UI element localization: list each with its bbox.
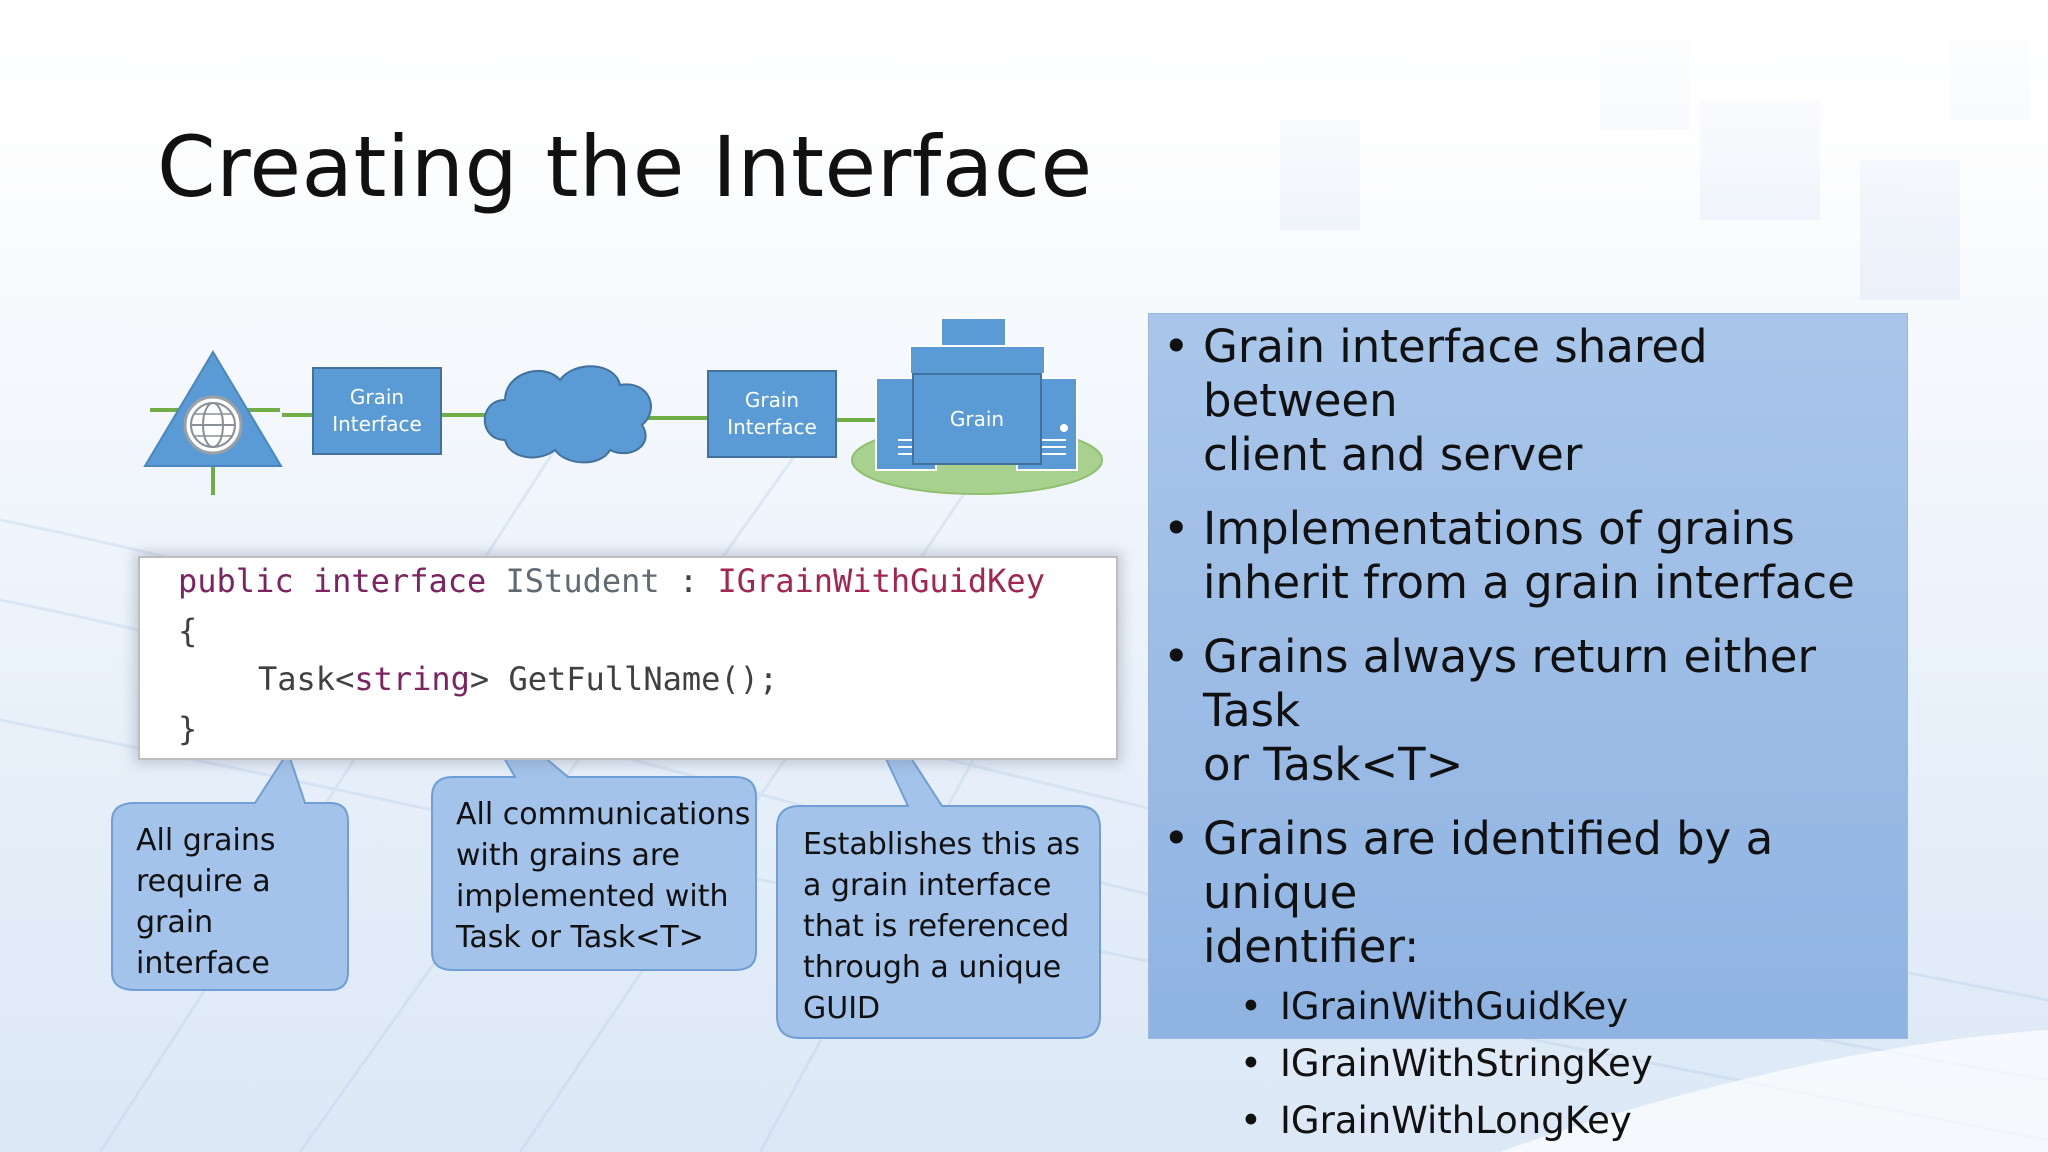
sub-bullet-item: • IGrainWithGuidKey [1240, 978, 1903, 1035]
code-snippet: public interface IStudent : IGrainWithGu… [138, 556, 1118, 760]
interface-name: IStudent [505, 562, 660, 600]
bullet-item: • Implementations of grains inherit from… [1163, 502, 1903, 610]
code-method: > GetFullName(); [469, 660, 779, 698]
sub-bullet-text: IGrainWithStringKey [1280, 1042, 1653, 1085]
globe-triangle-icon [143, 350, 283, 467]
code-task: Task< [258, 660, 355, 698]
grain-interface-box-right [707, 370, 837, 458]
bullet-item: • Grains always return either Task or Ta… [1163, 630, 1903, 792]
callout-line: GUID [803, 991, 881, 1026]
callout-line: implemented with [456, 879, 729, 914]
node-label-line: Interface [332, 412, 422, 436]
code-line-4: } [178, 710, 198, 748]
sub-bullet-text: IGrainWithGuidKey [1280, 985, 1629, 1028]
base-interface: IGrainWithGuidKey [717, 562, 1045, 600]
bullet-line: Implementations of grains [1203, 502, 1795, 555]
grain-interface-label-right: Grain Interface [708, 387, 836, 441]
slide-title: Creating the Interface [157, 118, 1093, 216]
bullet-line: client and server [1203, 428, 1583, 481]
callout-bubble-2 [431, 689, 757, 971]
sub-bullet-item: • IGrainWithLongKey [1240, 1092, 1903, 1149]
grain-box [912, 373, 1042, 465]
callout-line: that is referenced [803, 909, 1070, 944]
callout-line: All grains [136, 823, 276, 858]
code-line-3: Task<string> GetFullName(); [258, 656, 778, 702]
bullet-line: Grains always return either Task [1203, 630, 1816, 737]
node-label-line: Grain [744, 388, 800, 412]
callout-bubble-3 [776, 616, 1101, 1039]
bullet-dot: • [1163, 630, 1190, 683]
bullet-panel [1148, 313, 1908, 1039]
grain-interface-label-left: Grain Interface [313, 384, 441, 438]
grain-label: Grain [949, 407, 1005, 431]
callout-line: Task or Task<T> [456, 920, 704, 955]
bullet-item: • Grains are identified by a unique iden… [1163, 812, 1903, 974]
code-line-1: public interface IStudent : IGrainWithGu… [178, 558, 1045, 604]
grain-interface-box-left [312, 367, 442, 455]
callout-text-2: All communications with grains are imple… [456, 794, 750, 958]
callout-text-1: All grains require a grain interface [136, 820, 275, 984]
callout-bubble-1 [111, 749, 349, 991]
bullet-list: • Grain interface shared between client … [1163, 320, 1903, 1149]
bullet-dot: • [1163, 812, 1190, 865]
node-label-line: Interface [727, 415, 817, 439]
callout-text-3: Establishes this as a grain interface th… [803, 824, 1080, 1029]
code-line-2: { [178, 612, 198, 650]
cloud-icon [483, 365, 652, 464]
keyword-public: public [178, 562, 294, 600]
keyword-interface: interface [312, 562, 487, 600]
callout-line: grain [136, 905, 214, 940]
bullet-line: identifier: [1203, 920, 1420, 973]
callout-line: Establishes this as [803, 827, 1081, 862]
bullet-dot: • [1163, 320, 1190, 373]
callout-line: with grains are [456, 838, 680, 873]
bullet-line: inherit from a grain interface [1203, 556, 1855, 609]
sub-bullet-item: • IGrainWithStringKey [1240, 1035, 1903, 1092]
callout-line: All communications [456, 797, 751, 832]
bullet-dot: • [1163, 502, 1190, 555]
callout-line: a grain interface [803, 868, 1052, 903]
bullet-line: or Task<T> [1203, 738, 1464, 791]
bullet-line: Grain interface shared between [1203, 320, 1708, 427]
bullet-dot: • [1240, 1042, 1262, 1085]
server-cluster-icon [851, 317, 1103, 495]
bullet-dot: • [1240, 1099, 1262, 1142]
keyword-string: string [354, 660, 470, 698]
sub-bullet-text: IGrainWithLongKey [1280, 1099, 1632, 1142]
node-label-line: Grain [349, 385, 405, 409]
bullet-line: Grains are identified by a unique [1203, 812, 1774, 919]
callout-line: interface [136, 946, 270, 981]
callout-line: through a unique [803, 950, 1062, 985]
bullet-dot: • [1240, 985, 1262, 1028]
code-colon: : [678, 562, 699, 600]
callout-line: require a [136, 864, 271, 899]
bullet-item: • Grain interface shared between client … [1163, 320, 1903, 482]
